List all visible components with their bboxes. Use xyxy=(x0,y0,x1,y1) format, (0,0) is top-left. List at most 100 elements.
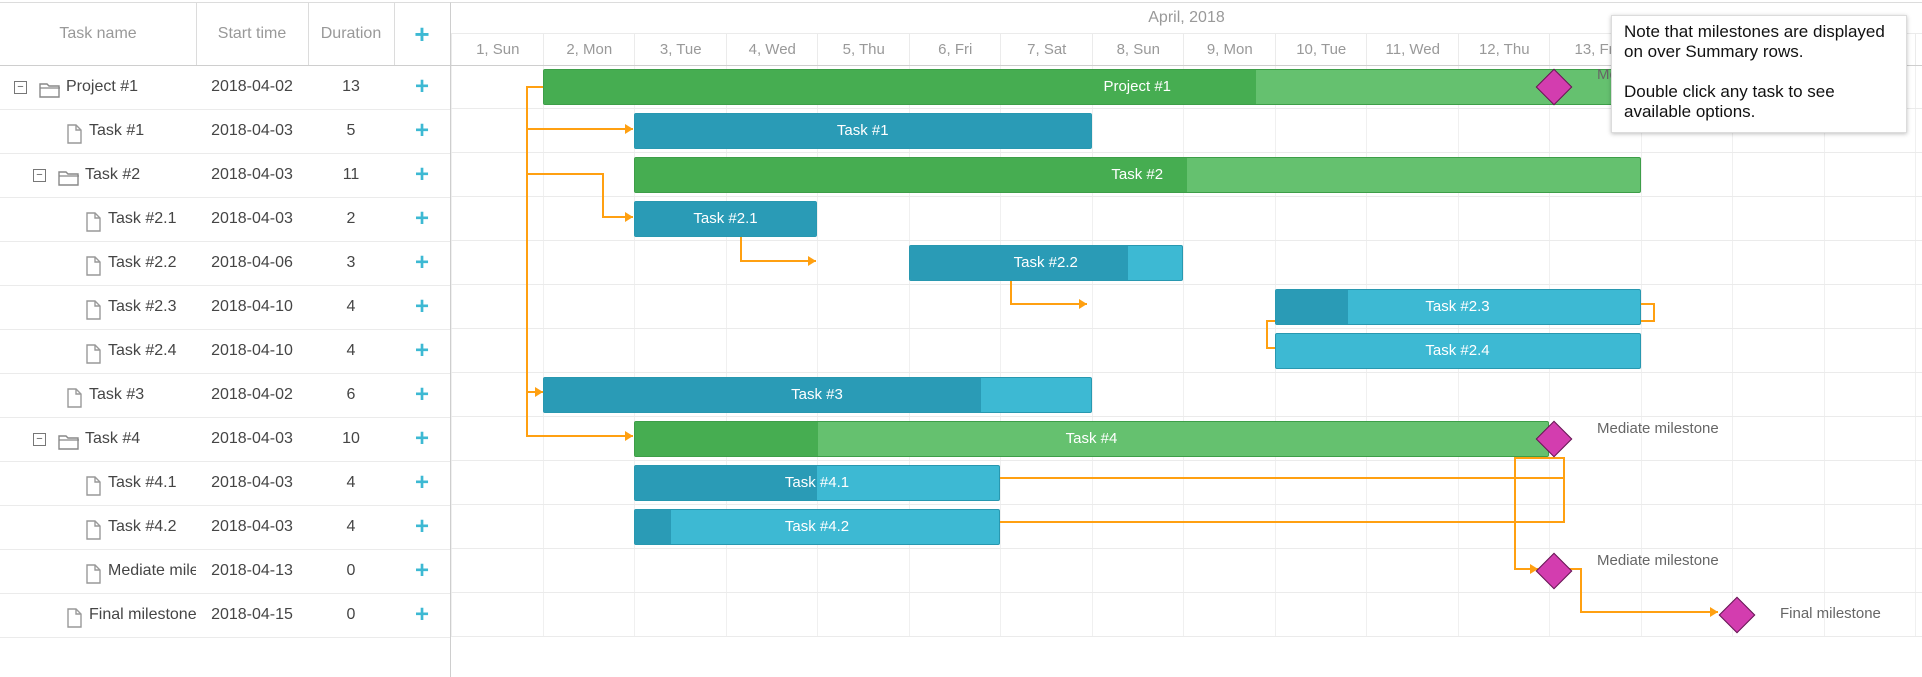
duration-cell: 13 xyxy=(342,78,360,95)
collapse-toggle-icon[interactable]: − xyxy=(33,433,46,446)
scale-divider xyxy=(451,65,1922,66)
row-gridline xyxy=(451,284,1922,285)
gantt-bar[interactable]: Task #4.2 xyxy=(634,509,1000,545)
add-subtask-button[interactable]: + xyxy=(414,425,429,452)
add-subtask-button[interactable]: + xyxy=(414,601,429,628)
add-subtask-button[interactable]: + xyxy=(414,205,429,232)
start-time-cell: 2018-04-03 xyxy=(211,210,293,227)
file-icon xyxy=(82,471,104,496)
day-gridline xyxy=(1091,66,1093,636)
file-icon xyxy=(63,603,85,628)
bar-label: Project #1 xyxy=(1103,78,1172,95)
bar-progress xyxy=(635,158,1188,192)
start-time-cell: 2018-04-02 xyxy=(211,386,293,403)
gantt-bar[interactable]: Task #4 xyxy=(634,421,1549,457)
row-gridline xyxy=(451,592,1922,593)
gantt-bar[interactable]: Task #2.4 xyxy=(1274,333,1641,369)
collapse-toggle-icon[interactable]: − xyxy=(33,169,46,182)
gantt-bar[interactable]: Task #2.1 xyxy=(634,201,817,237)
task-name-label: Task #2 xyxy=(85,166,141,183)
task-name-label: Task #1 xyxy=(89,122,145,139)
link-arrowhead xyxy=(535,387,543,397)
add-subtask-button[interactable]: + xyxy=(414,381,429,408)
column-header-start-time[interactable]: Start time xyxy=(196,3,309,65)
add-subtask-button[interactable]: + xyxy=(414,293,429,320)
start-time-cell: 2018-04-10 xyxy=(211,298,293,315)
day-gridline xyxy=(1000,66,1001,636)
grid-row[interactable]: Task #2.1 2018-04-03 2 + xyxy=(0,197,450,242)
add-subtask-button[interactable]: + xyxy=(414,337,429,364)
column-header-task-name[interactable]: Task name xyxy=(0,3,197,65)
start-time-cell: 2018-04-10 xyxy=(211,342,293,359)
task-name-label: Task #4.1 xyxy=(108,474,177,491)
gantt-bar[interactable]: Task #2.3 xyxy=(1274,289,1641,325)
duration-cell: 6 xyxy=(346,386,356,403)
gantt-bar[interactable]: Task #2.2 xyxy=(908,245,1183,281)
milestone-label: Mediate milestone xyxy=(1597,420,1719,437)
file-icon xyxy=(82,339,104,364)
gantt-bar[interactable]: Project #1 xyxy=(542,69,1732,105)
task-name-cell: Task #2.4 xyxy=(0,329,196,373)
add-subtask-button[interactable]: + xyxy=(414,161,429,188)
start-time-cell: 2018-04-03 xyxy=(211,166,293,183)
row-gridline xyxy=(451,152,1922,153)
collapse-toggle-icon[interactable]: − xyxy=(14,81,27,94)
gantt-bar[interactable]: Task #3 xyxy=(542,377,1092,413)
column-header-duration[interactable]: Duration xyxy=(308,3,395,65)
row-gridline xyxy=(451,548,1922,549)
day-gridline xyxy=(451,66,452,636)
task-name-cell: Task #2.1 xyxy=(0,197,196,241)
grid-row[interactable]: − Task #2 2018-04-03 11 + xyxy=(0,153,450,198)
add-subtask-button[interactable]: + xyxy=(414,73,429,100)
bar-progress xyxy=(909,246,1128,280)
gantt-bar[interactable]: Task #4.1 xyxy=(634,465,1000,501)
add-task-header-button[interactable]: + xyxy=(414,19,430,49)
bar-label: Task #4.1 xyxy=(784,474,850,491)
task-name-cell: − Task #2 xyxy=(0,153,196,197)
link-arrowhead xyxy=(1079,299,1087,309)
add-subtask-button[interactable]: + xyxy=(414,117,429,144)
add-subtask-button[interactable]: + xyxy=(414,249,429,276)
bar-label: Task #1 xyxy=(836,122,889,139)
bar-label: Task #3 xyxy=(791,386,843,403)
gantt-bar[interactable]: Task #1 xyxy=(634,113,1092,149)
day-gridline xyxy=(1183,66,1184,636)
add-subtask-button[interactable]: + xyxy=(414,557,429,584)
day-gridline xyxy=(1640,66,1642,636)
start-time-cell: 2018-04-06 xyxy=(211,254,293,271)
duration-cell: 2 xyxy=(346,210,356,227)
duration-cell: 0 xyxy=(346,562,356,579)
bar-progress xyxy=(635,466,817,500)
task-name-cell: Task #1 xyxy=(0,109,196,153)
add-subtask-button[interactable]: + xyxy=(414,513,429,540)
folder-icon xyxy=(57,427,79,450)
grid-header: Task name Start time Duration + xyxy=(0,3,450,66)
link-arrowhead xyxy=(808,256,816,266)
gantt-bar[interactable]: Task #2 xyxy=(634,157,1641,193)
add-subtask-button[interactable]: + xyxy=(414,469,429,496)
task-name-label: Mediate mile xyxy=(108,562,196,579)
file-icon xyxy=(63,383,85,408)
scale-month-label: April, 2018 xyxy=(451,3,1922,34)
scale-day-cell: 6, Fri xyxy=(908,34,1002,65)
row-gridline xyxy=(451,328,1922,329)
duration-cell: 11 xyxy=(342,166,360,183)
row-gridline xyxy=(451,240,1922,241)
bar-label: Task #2.3 xyxy=(1425,298,1490,315)
duration-cell: 0 xyxy=(346,606,356,623)
row-gridline xyxy=(451,636,1922,637)
row-gridline xyxy=(451,460,1922,461)
row-gridline xyxy=(451,416,1922,417)
task-name-cell: Task #4.2 xyxy=(0,505,196,549)
